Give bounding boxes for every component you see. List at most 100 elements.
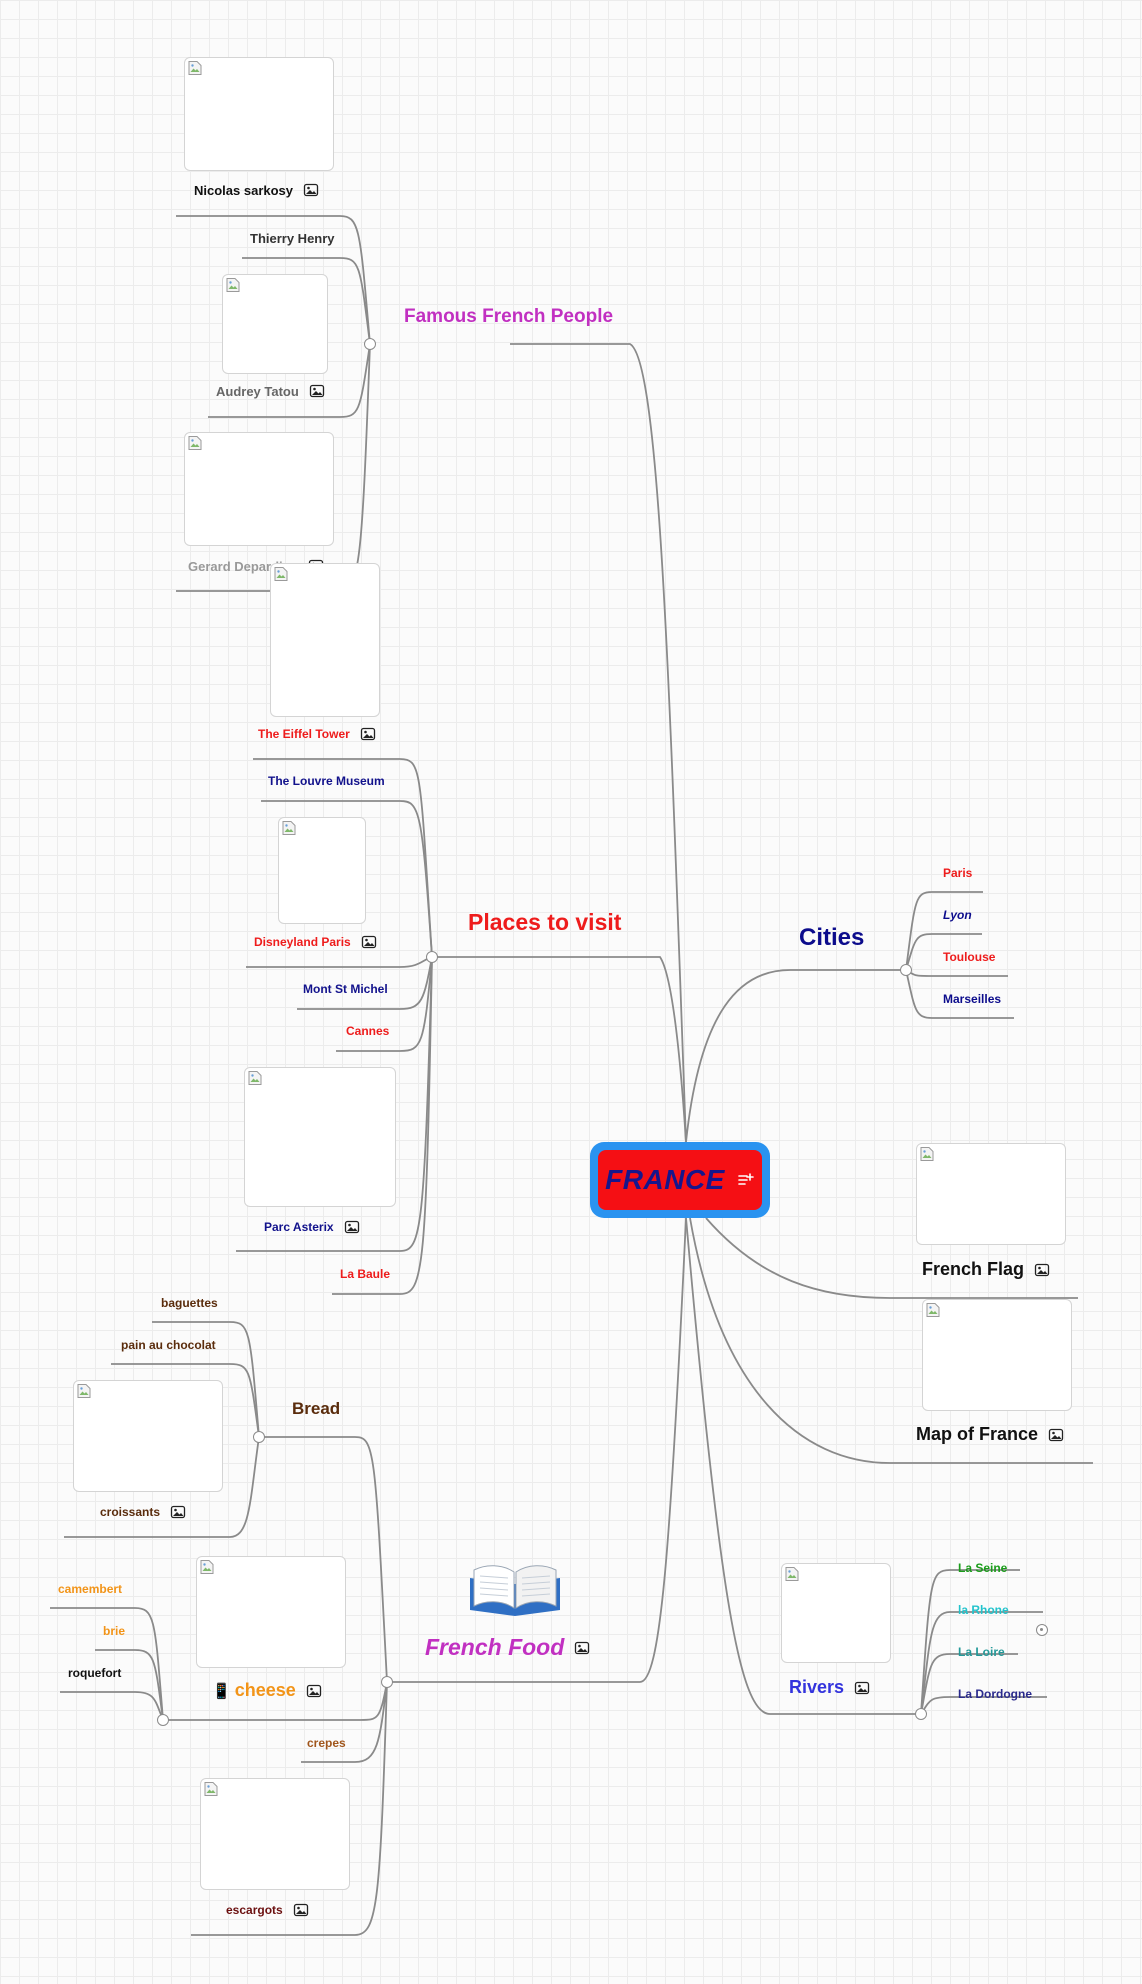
topic-la-rhone[interactable]: la Rhone — [958, 1603, 1009, 1617]
image-icon[interactable] — [574, 1640, 590, 1656]
broken-image-icon — [187, 60, 203, 76]
topic-disneyland-paris[interactable]: Disneyland Paris — [254, 934, 377, 950]
anchor-bread[interactable] — [253, 1431, 265, 1443]
collapse-indicator-rhone[interactable] — [1036, 1624, 1048, 1636]
anchor-cities[interactable] — [900, 964, 912, 976]
topic-label: Map of France — [916, 1424, 1039, 1444]
topic-cannes[interactable]: Cannes — [346, 1024, 389, 1038]
topic-lyon[interactable]: Lyon — [943, 908, 972, 922]
picture-cheese — [196, 1556, 346, 1668]
picture-escargots — [200, 1778, 350, 1890]
image-icon[interactable] — [1034, 1262, 1050, 1278]
topic-label: crepes — [307, 1736, 346, 1750]
broken-image-icon — [76, 1383, 92, 1399]
picture-parc-asterix — [244, 1067, 396, 1207]
topic-la-baule[interactable]: La Baule — [340, 1267, 390, 1281]
root-topic[interactable]: FRANCE — [590, 1142, 770, 1218]
topic-label: La Dordogne — [958, 1687, 1032, 1701]
branch-famous-people[interactable]: Famous French People — [404, 306, 613, 328]
topic-pain-au-chocolat[interactable]: pain au chocolat — [121, 1338, 216, 1352]
topic-crepes[interactable]: crepes — [307, 1736, 346, 1750]
topic-label: Rivers — [789, 1677, 845, 1697]
topic-label: escargots — [226, 1903, 283, 1917]
topic-parc-asterix[interactable]: Parc Asterix — [264, 1219, 360, 1235]
topic-label: The Louvre Museum — [268, 774, 385, 788]
broken-image-icon — [225, 277, 241, 293]
image-icon[interactable] — [344, 1219, 360, 1235]
topic-sarkosy[interactable]: Nicolas sarkosy — [194, 182, 319, 198]
topic-label: brie — [103, 1624, 126, 1638]
anchor-food[interactable] — [381, 1676, 393, 1688]
topic-rivers[interactable]: Rivers — [789, 1677, 870, 1698]
topic-escargots[interactable]: escargots — [226, 1902, 309, 1918]
topic-toulouse[interactable]: Toulouse — [943, 950, 995, 964]
branch-french-food[interactable]: French Food — [425, 1634, 590, 1661]
topic-roquefort[interactable]: roquefort — [68, 1666, 121, 1680]
picture-croissants — [73, 1380, 223, 1492]
topic-label: Cannes — [346, 1024, 390, 1038]
image-icon[interactable] — [854, 1680, 870, 1696]
broken-image-icon — [281, 820, 297, 836]
image-icon[interactable] — [361, 934, 377, 950]
topic-label: French Flag — [922, 1259, 1025, 1279]
picture-eiffel-tower — [270, 563, 380, 717]
image-icon[interactable] — [360, 726, 376, 742]
topic-label: La Seine — [958, 1561, 1008, 1575]
link-root-places — [432, 956, 687, 1143]
picture-map-of-france — [922, 1299, 1072, 1411]
notes-icon[interactable] — [737, 1171, 755, 1189]
topic-label: la Rhone — [958, 1603, 1009, 1617]
topic-label: Toulouse — [943, 950, 996, 964]
topic-eiffel-tower[interactable]: The Eiffel Tower — [258, 726, 376, 742]
image-icon[interactable] — [306, 1683, 322, 1699]
topic-label: Marseilles — [943, 992, 1002, 1006]
topic-label: La Baule — [340, 1267, 391, 1281]
picture-french-flag — [916, 1143, 1066, 1245]
topic-la-dordogne[interactable]: La Dordogne — [958, 1687, 1032, 1701]
picture-rivers — [781, 1563, 891, 1663]
topic-thierry-henry[interactable]: Thierry Henry — [250, 231, 335, 246]
image-icon[interactable] — [303, 182, 319, 198]
topic-label: camembert — [58, 1582, 123, 1596]
topic-louvre-museum[interactable]: The Louvre Museum — [268, 774, 385, 788]
broken-image-icon — [273, 566, 289, 582]
broken-image-icon — [784, 1566, 800, 1582]
topic-label: La Loire — [958, 1645, 1005, 1659]
topic-label: Disneyland Paris — [254, 935, 351, 949]
branch-cities[interactable]: Cities — [799, 924, 864, 952]
topic-french-flag[interactable]: French Flag — [922, 1259, 1050, 1280]
topic-bread[interactable]: Bread — [292, 1399, 340, 1419]
anchor-rivers[interactable] — [915, 1708, 927, 1720]
branch-label: French Food — [425, 1634, 565, 1660]
topic-label: Bread — [292, 1399, 341, 1418]
anchor-people[interactable] — [364, 338, 376, 350]
branch-places-to-visit[interactable]: Places to visit — [468, 909, 621, 936]
topic-la-loire[interactable]: La Loire — [958, 1645, 1005, 1659]
topic-baguettes[interactable]: baguettes — [161, 1296, 218, 1310]
link-root-rivers — [685, 1217, 921, 1715]
topic-audrey-tatou[interactable]: Audrey Tatou — [216, 383, 325, 399]
topic-cheese[interactable]: 📱 cheese — [212, 1680, 322, 1701]
image-icon[interactable] — [293, 1902, 309, 1918]
topic-la-seine[interactable]: La Seine — [958, 1561, 1007, 1575]
topic-brie[interactable]: brie — [103, 1624, 125, 1638]
broken-image-icon — [199, 1559, 215, 1575]
image-icon[interactable] — [1048, 1427, 1064, 1443]
topic-marseilles[interactable]: Marseilles — [943, 992, 1001, 1006]
topic-label: Parc Asterix — [264, 1220, 334, 1234]
anchor-places[interactable] — [426, 951, 438, 963]
image-icon[interactable] — [170, 1504, 186, 1520]
image-icon[interactable] — [309, 383, 325, 399]
link-root-map — [689, 1217, 1093, 1464]
topic-mont-st-michel[interactable]: Mont St Michel — [303, 982, 388, 996]
anchor-cheese[interactable] — [157, 1714, 169, 1726]
topic-croissants[interactable]: croissants — [100, 1504, 186, 1520]
branch-label: Cities — [799, 924, 865, 951]
topic-map-of-france[interactable]: Map of France — [916, 1424, 1064, 1445]
root-label: FRANCE — [605, 1164, 725, 1195]
topic-camembert[interactable]: camembert — [58, 1582, 122, 1596]
topic-paris[interactable]: Paris — [943, 866, 972, 880]
root-topic-inner: FRANCE — [598, 1150, 762, 1210]
